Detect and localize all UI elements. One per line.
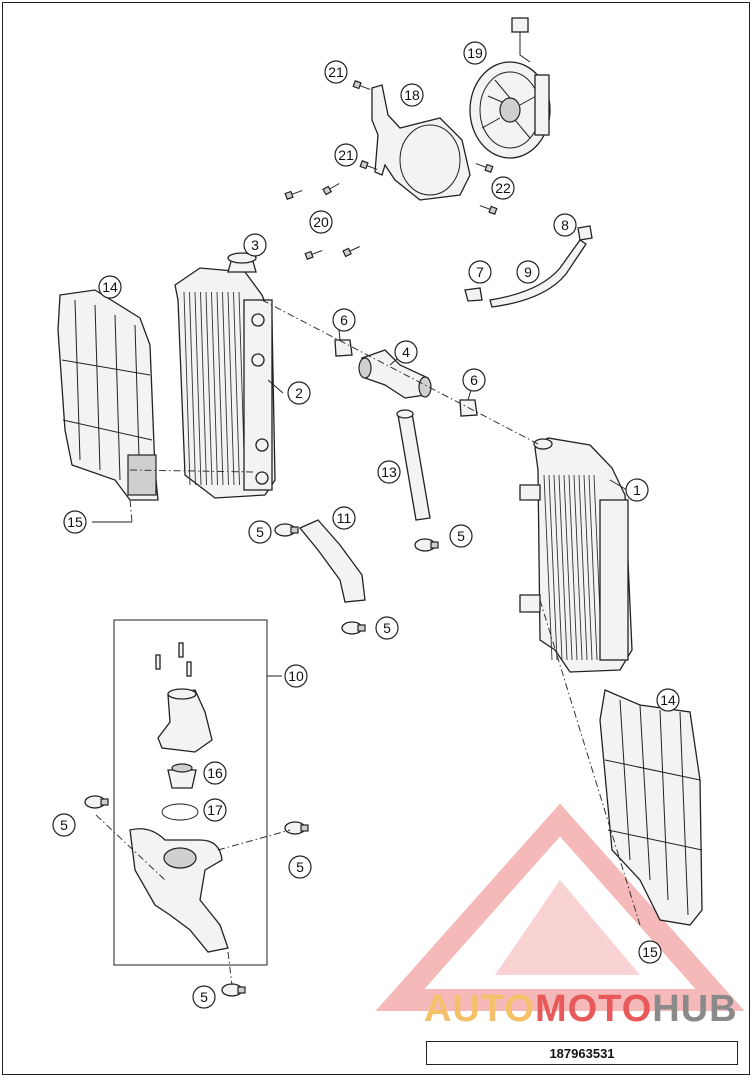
callout-21: 21 — [324, 60, 348, 84]
hose-clamp — [274, 523, 299, 537]
screw — [304, 250, 323, 260]
callout-label: 14 — [102, 279, 118, 295]
callout-label: 7 — [476, 264, 484, 280]
part-number: 187963531 — [549, 1045, 615, 1061]
callout-8: 8 — [553, 213, 577, 237]
callout-5: 5 — [375, 616, 399, 640]
callout-label: 14 — [660, 692, 676, 708]
callout-label: 5 — [60, 817, 68, 833]
screw — [479, 205, 498, 215]
hose-clamp — [284, 821, 309, 835]
callout-9: 9 — [516, 260, 540, 284]
callout-5: 5 — [248, 520, 272, 544]
watermark-moto: MOTO — [534, 988, 653, 1030]
callout-layer: 1 2 3 4 5 5 5 5 5 5 6 6 7 8 9 10 11 13 14 14 15 15 16 17 18 19 20 2… — [52, 41, 680, 1009]
watermark-logo — [375, 803, 745, 1011]
callout-label: 11 — [337, 510, 352, 526]
callout-19: 19 — [463, 41, 487, 65]
screw — [352, 80, 371, 90]
callout-6: 6 — [462, 368, 486, 392]
screw — [475, 163, 494, 173]
watermark-text: AUTOMOTOHUB — [424, 990, 738, 1028]
screw — [342, 246, 360, 258]
callout-11: 11 — [332, 506, 356, 530]
callout-5: 5 — [192, 985, 216, 1009]
hose-clamp — [221, 983, 246, 997]
callout-10: 10 — [284, 664, 308, 688]
callout-label: 15 — [67, 514, 83, 530]
watermark-hub: HUB — [652, 988, 738, 1030]
callout-15: 15 — [638, 940, 662, 964]
callout-label: 4 — [402, 344, 410, 360]
hose-clamps — [84, 523, 439, 997]
callout-label: 6 — [340, 312, 348, 328]
callout-5: 5 — [288, 855, 312, 879]
callout-label: 16 — [207, 765, 223, 781]
callout-label: 10 — [288, 668, 304, 684]
screws-group — [284, 80, 498, 260]
callout-label: 20 — [313, 214, 329, 230]
callout-5: 5 — [52, 813, 76, 837]
callout-1: 1 — [625, 478, 649, 502]
callout-label: 22 — [495, 180, 511, 196]
callout-3: 3 — [243, 233, 267, 257]
callout-label: 5 — [296, 859, 304, 875]
callout-label: 15 — [642, 944, 658, 960]
callout-label: 3 — [251, 237, 259, 253]
callout-label: 5 — [256, 524, 264, 540]
callout-label: 2 — [295, 385, 303, 401]
callout-label: 5 — [383, 620, 391, 636]
callout-label: 6 — [470, 372, 478, 388]
callout-2: 2 — [287, 381, 311, 405]
left-radiator-shroud — [57, 289, 159, 501]
callout-13: 13 — [377, 460, 401, 484]
callout-17: 17 — [203, 798, 227, 822]
callout-6: 6 — [332, 308, 356, 332]
hose-13 — [396, 409, 431, 521]
callout-21: 21 — [334, 143, 358, 167]
callout-label: 5 — [200, 989, 208, 1005]
part-number-box: 187963531 — [426, 1041, 738, 1065]
callout-7: 7 — [468, 260, 492, 284]
callout-5: 5 — [449, 524, 473, 548]
thermostat-assembly-box — [113, 619, 282, 966]
screw — [284, 190, 303, 200]
callout-label: 8 — [561, 217, 569, 233]
callout-label: 19 — [467, 45, 483, 61]
callout-label: 9 — [524, 264, 532, 280]
thermostat-connector — [334, 339, 478, 417]
callout-14: 14 — [656, 688, 680, 712]
callout-18: 18 — [400, 83, 424, 107]
screw — [322, 183, 340, 196]
screw — [359, 160, 378, 170]
fan-bracket — [371, 84, 471, 201]
callout-15: 15 — [63, 510, 87, 534]
hose-9 — [464, 225, 593, 308]
callout-label: 5 — [457, 528, 465, 544]
hose-clamp — [414, 538, 439, 552]
callout-22: 22 — [491, 176, 515, 200]
hose-clamp — [341, 621, 366, 635]
cooling-fan — [469, 17, 551, 159]
hose-11 — [298, 519, 366, 603]
leader-lines — [92, 299, 641, 986]
callout-label: 21 — [338, 147, 354, 163]
callout-label: 13 — [381, 464, 397, 480]
callout-label: 17 — [207, 802, 223, 818]
callout-label: 18 — [404, 87, 420, 103]
callout-16: 16 — [203, 761, 227, 785]
left-radiator — [174, 252, 276, 499]
watermark-auto: AUTO — [424, 988, 535, 1030]
callout-20: 20 — [309, 210, 333, 234]
right-radiator — [519, 437, 633, 673]
callout-4: 4 — [394, 340, 418, 364]
callout-14: 14 — [98, 275, 122, 299]
callout-label: 1 — [633, 482, 641, 498]
hose-clamp — [84, 795, 109, 809]
callout-label: 21 — [328, 64, 344, 80]
